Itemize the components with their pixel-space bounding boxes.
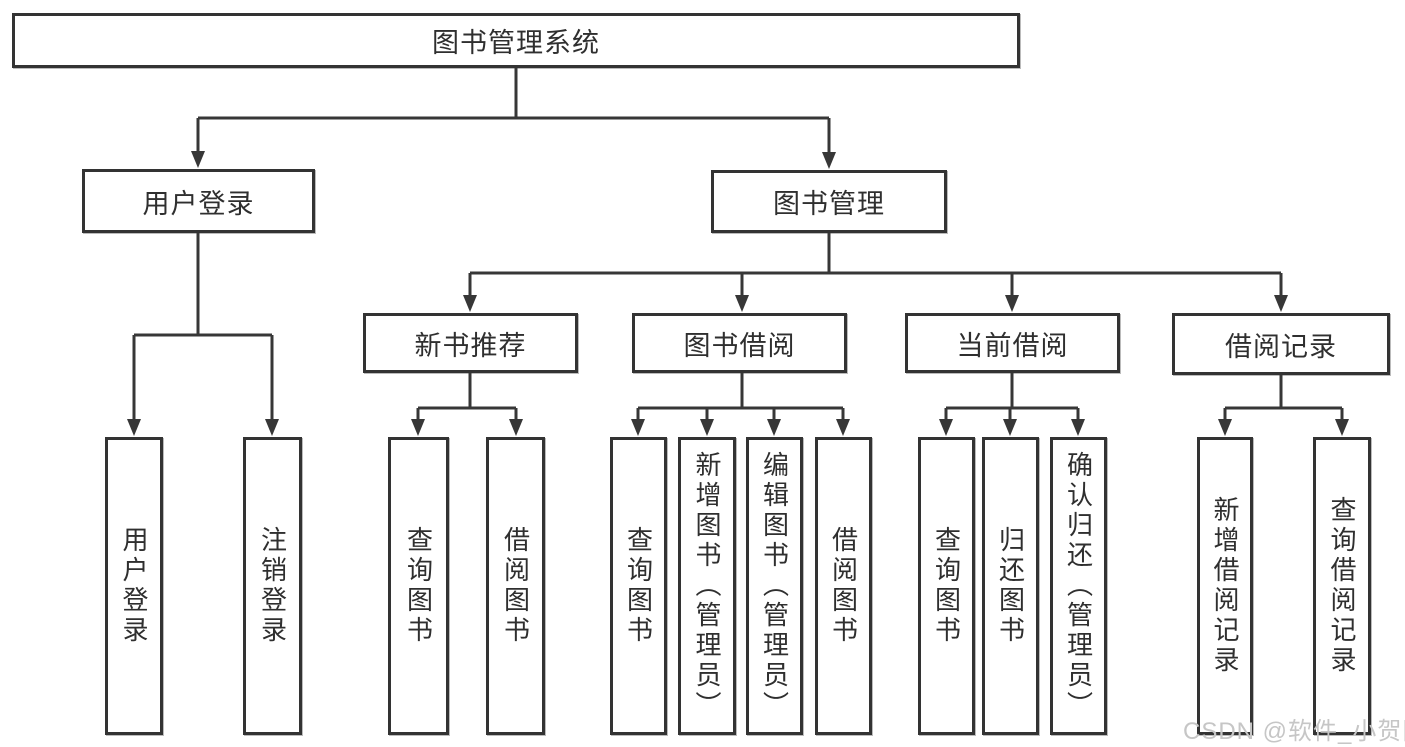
- leaf-newbook-borrow-label: 借阅图书: [500, 526, 531, 646]
- node-root-label: 图书管理系统: [432, 28, 600, 58]
- csdn-watermark: CSDN @软件_小贺同学: [1183, 718, 1405, 745]
- leaf-user-login: 用户登录: [105, 437, 163, 735]
- connector-userlogin-to-leaves: [127, 233, 279, 436]
- node-book-management-label: 图书管理: [773, 189, 885, 219]
- leaf-records-add-label: 新增借阅记录: [1210, 496, 1240, 676]
- leaf-borrowing-edit-admin-label: 编辑图书（管理员）: [759, 451, 790, 721]
- leaf-current-confirm-return-admin-label: 确认归还（管理员）: [1063, 451, 1094, 721]
- node-borrowing-records-label: 借阅记录: [1225, 331, 1337, 362]
- leaf-borrowing-query: 查询图书: [610, 437, 667, 735]
- leaf-borrowing-edit-admin: 编辑图书（管理员）: [746, 437, 803, 735]
- leaf-records-query: 查询借阅记录: [1313, 437, 1371, 735]
- leaf-records-add: 新增借阅记录: [1197, 437, 1253, 735]
- leaf-records-query-label: 查询借阅记录: [1327, 496, 1357, 676]
- leaf-borrowing-query-label: 查询图书: [623, 526, 654, 646]
- node-current-borrowing-label: 当前借阅: [956, 330, 1069, 361]
- leaf-logout-label: 注销登录: [257, 526, 288, 646]
- leaf-borrowing-add-admin-label: 新增图书（管理员）: [692, 451, 722, 721]
- leaf-newbook-borrow: 借阅图书: [486, 437, 545, 735]
- leaf-newbook-query-label: 查询图书: [403, 526, 434, 646]
- node-root: 图书管理系统: [12, 13, 1020, 68]
- leaf-user-login-label: 用户登录: [119, 526, 149, 646]
- leaf-current-return: 归还图书: [982, 437, 1039, 735]
- leaf-current-confirm-return-admin: 确认归还（管理员）: [1050, 437, 1107, 735]
- leaf-current-query-label: 查询图书: [931, 526, 962, 646]
- connector-bookmgmt-to-level3: [463, 233, 1288, 312]
- leaf-borrowing-borrow: 借阅图书: [815, 437, 872, 735]
- leaf-current-query: 查询图书: [918, 437, 975, 735]
- leaf-newbook-query: 查询图书: [388, 437, 449, 735]
- connector-borrowing-to-leaves: [631, 373, 850, 436]
- node-book-management: 图书管理: [711, 170, 947, 233]
- node-current-borrowing: 当前借阅: [905, 313, 1120, 373]
- connector-newbook-to-leaves: [411, 373, 523, 436]
- node-book-borrowing-label: 图书借阅: [683, 330, 796, 361]
- leaf-borrowing-add-admin: 新增图书（管理员）: [678, 437, 736, 735]
- connector-records-to-leaves: [1218, 375, 1349, 436]
- node-new-book-recommend: 新书推荐: [363, 313, 578, 373]
- node-user-login: 用户登录: [82, 169, 315, 233]
- node-new-book-recommend-label: 新书推荐: [414, 330, 527, 361]
- leaf-logout: 注销登录: [243, 437, 302, 735]
- connector-current-to-leaves: [939, 373, 1085, 436]
- node-user-login-label: 用户登录: [142, 188, 255, 219]
- leaf-current-return-label: 归还图书: [995, 526, 1026, 646]
- connector-root-to-level2: [191, 68, 836, 169]
- node-borrowing-records: 借阅记录: [1172, 313, 1390, 375]
- leaf-borrowing-borrow-label: 借阅图书: [828, 526, 859, 646]
- node-book-borrowing: 图书借阅: [632, 313, 847, 373]
